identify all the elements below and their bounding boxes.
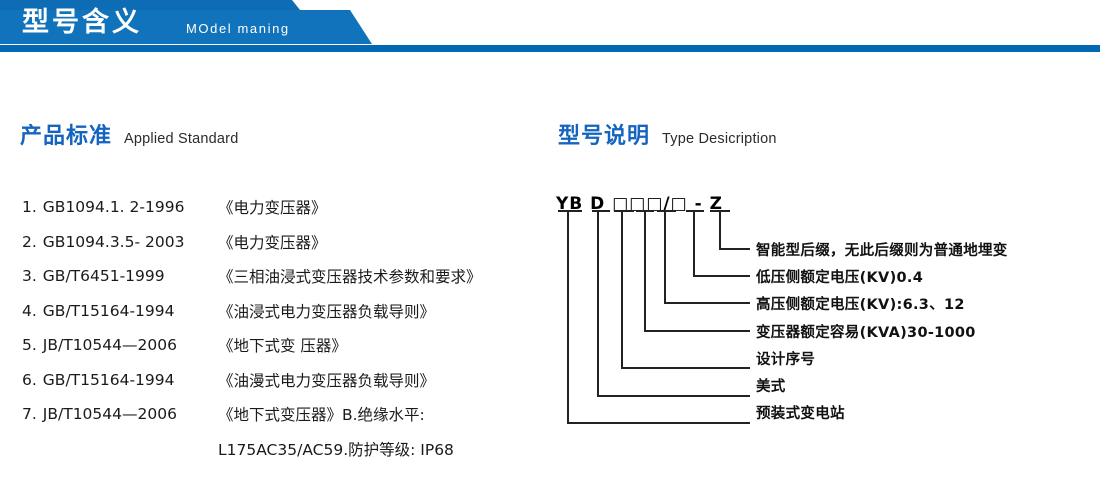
standard-row: 6. GB/T15164-1994 《油漫式电力变压器负载导则》 — [22, 363, 562, 398]
standard-code: 1. GB1094.1. 2-1996 — [22, 198, 218, 216]
type-label: 设计序号 — [756, 351, 816, 368]
standard-number: 7. — [22, 405, 37, 424]
standard-name: 《电力变压器》 — [218, 233, 327, 252]
leader-line-3 — [664, 211, 750, 304]
standard-name: 《电力变压器》 — [218, 199, 327, 218]
standard-row: 1. GB1094.1. 2-1996 《电力变压器》 — [22, 190, 562, 225]
type-label: 变压器额定容易(KVA)30-1000 — [756, 324, 976, 341]
standard-row: 2. GB1094.3.5- 2003 《电力变压器》 — [22, 225, 562, 260]
type-label-column: 智能型后缀，无此后缀则为普通地埋变低压侧额定电压(KV)0.4 高压侧额定电压(K… — [756, 236, 1086, 426]
standard-number: 2. — [22, 232, 37, 251]
type-label: 智能型后缀，无此后缀则为普通地埋变 — [756, 243, 1008, 260]
standard-number: 5. — [22, 336, 37, 355]
standard-code-text: GB/T15164-1994 — [42, 370, 175, 389]
standard-row: 4. GB/T15164-1994 《油浸式电力变压器负载导则》 — [22, 294, 562, 329]
standard-number: 6. — [22, 370, 37, 389]
standard-name: 《地下式变压器》B.绝缘水平: — [218, 406, 425, 425]
standard-code-text: GB/T15164-1994 — [42, 301, 175, 320]
type-label: 高压侧额定电压(KV):6.3、12 — [756, 297, 965, 314]
section-heading-type-description: 型号说明 Type Desicription — [558, 118, 777, 150]
leader-line-4 — [644, 211, 750, 332]
type-code-string: YB D □□□/□ - Z — [556, 194, 723, 214]
leader-line-5 — [621, 211, 750, 369]
header-step-block — [0, 10, 372, 44]
standard-number: 3. — [22, 267, 37, 286]
header-bottom-bar — [0, 45, 1100, 52]
standard-code: 2. GB1094.3.5- 2003 — [22, 233, 218, 251]
leader-line-6 — [597, 211, 750, 397]
leader-line-1 — [719, 211, 750, 250]
standard-code: 3. GB/T6451-1999 — [22, 267, 218, 285]
standard-code-text: GB/T6451-1999 — [42, 267, 165, 286]
standard-code-text: JB/T10544—2006 — [42, 405, 177, 424]
type-label: 预装式变电站 — [756, 406, 845, 423]
standard-code: 4. GB/T15164-1994 — [22, 302, 218, 320]
standard-name: 《地下式变 压器》 — [218, 337, 347, 356]
type-label: 低压侧额定电压(KV)0.4 — [756, 270, 924, 287]
section-title-cn-right: 型号说明 — [558, 124, 651, 149]
standard-code: 5. JB/T10544—2006 — [22, 336, 218, 354]
standard-row: 7. JB/T10544—2006 《地下式变压器》B.绝缘水平: — [22, 397, 562, 432]
standard-row: 5. JB/T10544—2006 《地下式变 压器》 — [22, 328, 562, 363]
header-title: 型号含义 — [22, 7, 142, 38]
standard-name: 《三相油浸式变压器技术参数和要求》 — [218, 268, 482, 287]
standard-code-text: JB/T10544—2006 — [42, 336, 177, 355]
standard-continuation-line: L175AC35/AC59.防护等级: IP68 — [218, 440, 454, 459]
page-header: 型号含义 MOdel maning — [0, 0, 1100, 53]
standard-name: 《油漫式电力变压器负载导则》 — [218, 371, 436, 390]
section-title-en-right: Type Desicription — [662, 131, 777, 147]
header-banner-shape — [0, 0, 1100, 52]
standards-list: 1. GB1094.1. 2-1996 《电力变压器》 2. GB1094.3.5- 2… — [22, 190, 562, 466]
standard-number: 1. — [22, 198, 37, 217]
standard-code: 7. JB/T10544—2006 — [22, 405, 218, 423]
standard-name: 《油浸式电力变压器负载导则》 — [218, 302, 436, 321]
section-heading-applied-standard: 产品标准 Applied Standard — [20, 118, 238, 150]
leader-line-7 — [567, 211, 750, 424]
standard-code-text: GB1094.3.5- 2003 — [42, 232, 185, 251]
leader-line-2 — [693, 211, 750, 277]
section-title-en-left: Applied Standard — [124, 131, 239, 147]
standard-code: 6. GB/T15164-1994 — [22, 371, 218, 389]
type-label: 美式 — [756, 379, 786, 396]
standard-code-text: GB1094.1. 2-1996 — [42, 198, 185, 217]
header-subtitle: MOdel maning — [186, 21, 290, 36]
section-title-cn-left: 产品标准 — [20, 124, 113, 149]
standard-number: 4. — [22, 301, 37, 320]
standard-row: 3. GB/T6451-1999 《三相油浸式变压器技术参数和要求》 — [22, 259, 562, 294]
